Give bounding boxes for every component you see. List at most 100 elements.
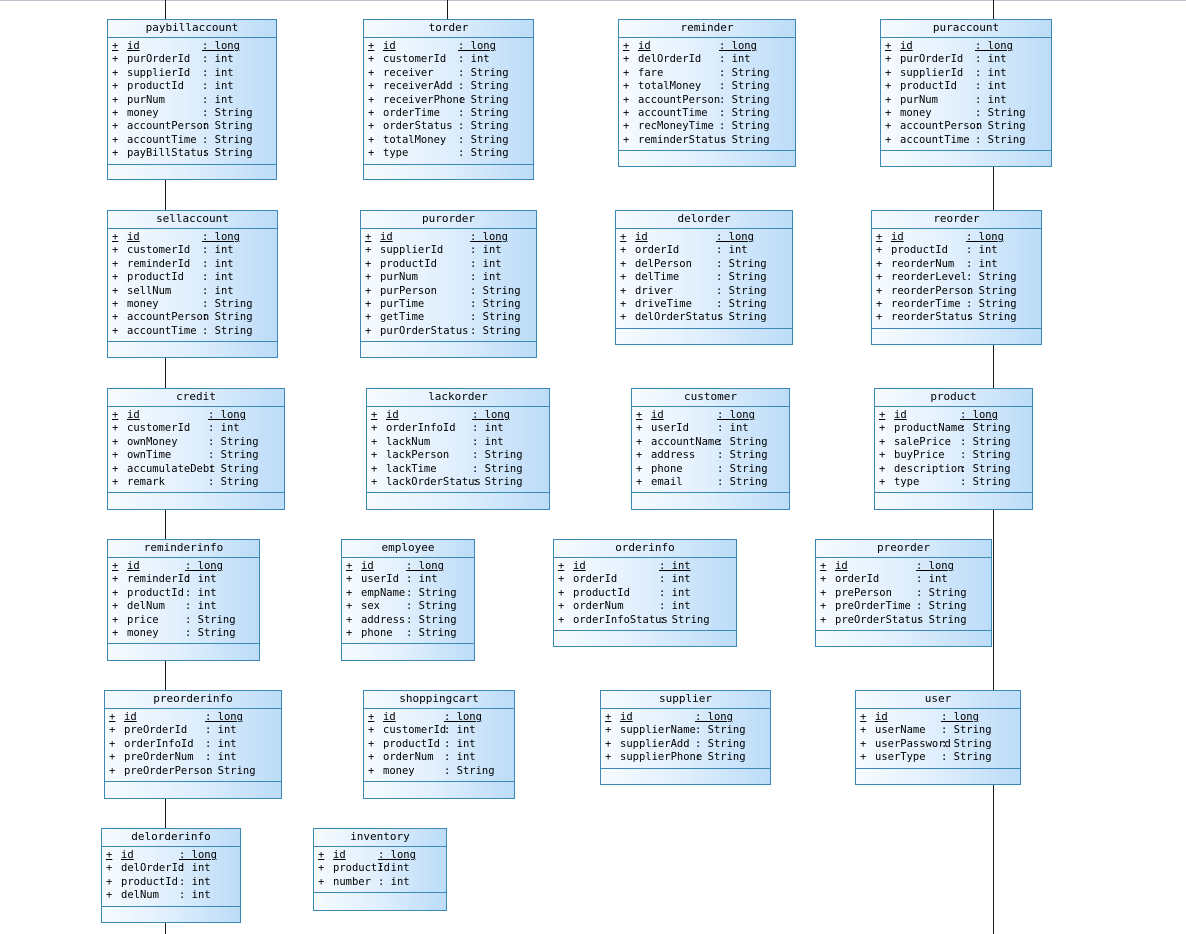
attribute-name: productId (127, 271, 184, 284)
visibility-marker: + (860, 737, 867, 750)
entity-preorderinfo[interactable]: preorderinfo+id: long+preOrderId: int+or… (104, 690, 282, 799)
attribute-name: orderInfoStatus (573, 613, 668, 626)
attribute-type: : String (941, 724, 992, 737)
attribute-name: id (620, 711, 633, 723)
attribute-name: money (383, 764, 415, 777)
attribute-name: ownTime (127, 449, 172, 462)
attribute-name: preOrderNum (124, 751, 194, 764)
attribute-row: +reminderId: int (112, 258, 277, 271)
visibility-marker: + (106, 849, 113, 861)
attribute-name: salePrice (894, 435, 951, 448)
attribute-name: id (891, 231, 904, 243)
attribute-row: +orderId: int (820, 573, 991, 586)
entity-title: employee (342, 540, 474, 558)
attribute-name: purOrderStatus (380, 324, 469, 337)
attribute-name: driver (635, 284, 673, 297)
entity-inventory[interactable]: inventory+id: long+productId: int+number… (313, 828, 447, 911)
attribute-row: +accountPerson: String (885, 120, 1051, 133)
attribute-type: : int (717, 422, 749, 435)
visibility-marker: + (636, 409, 643, 421)
entity-purorder[interactable]: purorder+id: long+supplierId: int+produc… (360, 210, 537, 358)
entity-delorderinfo[interactable]: delorderinfo+id: long+delOrderId: int+pr… (101, 828, 241, 923)
attribute-name: productId (333, 862, 390, 875)
visibility-marker: + (365, 324, 372, 337)
entity-supplier[interactable]: supplier+id: long+supplierName: String+s… (600, 690, 771, 785)
visibility-marker: + (365, 257, 372, 270)
visibility-marker: + (112, 106, 119, 119)
primary-key-row: +id: long (636, 409, 789, 422)
visibility-marker: + (885, 120, 892, 133)
attribute-type: : long (444, 711, 482, 723)
entity-title: reminderinfo (108, 540, 259, 558)
attribute-row: +delTime: String (620, 271, 792, 284)
attribute-list: +id: int+orderId: int+productId: int+ord… (554, 558, 736, 631)
visibility-marker: + (368, 120, 375, 133)
entity-sellaccount[interactable]: sellaccount+id: long+customerId: int+rem… (107, 210, 278, 358)
entity-lackorder[interactable]: lackorder+id: long+orderInfoId: int+lack… (366, 388, 550, 510)
entity-puraccount[interactable]: puraccount+id: long+purOrderId: int+supp… (880, 19, 1052, 167)
entity-reorder[interactable]: reorder+id: long+productId: int+reorderN… (871, 210, 1042, 345)
attribute-row: +address: String (636, 449, 789, 462)
attribute-row: +receiverPhone: String (368, 94, 533, 107)
visibility-marker: + (112, 409, 119, 421)
attribute-type: : long (960, 409, 998, 421)
entity-preorder[interactable]: preorder+id: long+orderId: int+prePerson… (815, 539, 992, 647)
attribute-type: : int (185, 586, 217, 599)
visibility-marker: + (365, 244, 372, 257)
attribute-name: reorderLevel (891, 271, 967, 284)
visibility-marker: + (112, 80, 119, 93)
attribute-list: +id: long+customerId: int+productId: int… (364, 709, 514, 782)
attribute-type: : String (470, 324, 521, 337)
visibility-marker: + (623, 93, 630, 106)
attribute-type: : int (185, 600, 217, 613)
entity-shoppingcart[interactable]: shoppingcart+id: long+customerId: int+pr… (363, 690, 515, 799)
visibility-marker: + (112, 53, 119, 66)
attribute-name: purNum (127, 93, 165, 106)
attribute-name: userId (651, 422, 689, 435)
attribute-type: : int (205, 737, 237, 750)
attribute-type: : String (916, 586, 967, 599)
entity-customer[interactable]: customer+id: long+userId: int+accountNam… (631, 388, 790, 510)
attribute-name: money (900, 106, 932, 119)
attribute-name: id (651, 409, 664, 421)
entity-orderinfo[interactable]: orderinfo+id: int+orderId: int+productId… (553, 539, 737, 647)
entity-torder[interactable]: torder+id: long+customerId: int+receiver… (363, 19, 534, 180)
visibility-marker: + (368, 133, 375, 146)
attribute-name: delNum (127, 600, 165, 613)
attribute-name: phone (361, 626, 393, 639)
attribute-row: +lackPerson: String (371, 449, 549, 462)
attribute-type: : String (975, 106, 1026, 119)
attribute-type: : String (205, 764, 256, 777)
attribute-name: preOrderStatus (835, 613, 924, 626)
attribute-type: : int (472, 435, 504, 448)
attribute-name: reorderPerson (891, 284, 974, 297)
attribute-type: : int (975, 93, 1007, 106)
visibility-marker: + (368, 53, 375, 66)
visibility-marker: + (885, 53, 892, 66)
attribute-name: reminderId (127, 257, 191, 270)
entity-reminder[interactable]: reminder+id: long+delOrderId: int+fare: … (618, 19, 796, 167)
attribute-type: : String (916, 613, 967, 626)
entity-delorder[interactable]: delorder+id: long+orderId: int+delPerson… (615, 210, 793, 345)
visibility-marker: + (371, 462, 378, 475)
attribute-name: getTime (380, 311, 425, 324)
entity-product[interactable]: product+id: long+productName: String+sal… (874, 388, 1033, 510)
attribute-row: +preOrderTime: String (820, 600, 991, 613)
attribute-row: +purOrderId: int (112, 53, 276, 66)
entity-reminderinfo[interactable]: reminderinfo+id: long+reminderId: int+pr… (107, 539, 260, 661)
entity-credit[interactable]: credit+id: long+customerId: int+ownMoney… (107, 388, 285, 510)
attribute-type: : int (205, 724, 237, 737)
attribute-row: +preOrderNum: int (109, 751, 281, 764)
attribute-list: +id: long+delOrderId: int+productId: int… (102, 847, 240, 907)
entity-paybillaccount[interactable]: paybillaccount+id: long+purOrderId: int+… (107, 19, 277, 180)
entity-employee[interactable]: employee+id: long+userId: int+empName: S… (341, 539, 475, 661)
entity-title: reorder (872, 211, 1041, 229)
attribute-list: +id: long+delOrderId: int+fare: String+t… (619, 38, 795, 152)
visibility-marker: + (368, 80, 375, 93)
entity-user[interactable]: user+id: long+userName: String+userPassw… (855, 690, 1021, 785)
attribute-type: : int (406, 573, 438, 586)
attribute-type: : String (960, 462, 1011, 475)
visibility-marker: + (860, 724, 867, 737)
attribute-type: : String (458, 120, 509, 133)
